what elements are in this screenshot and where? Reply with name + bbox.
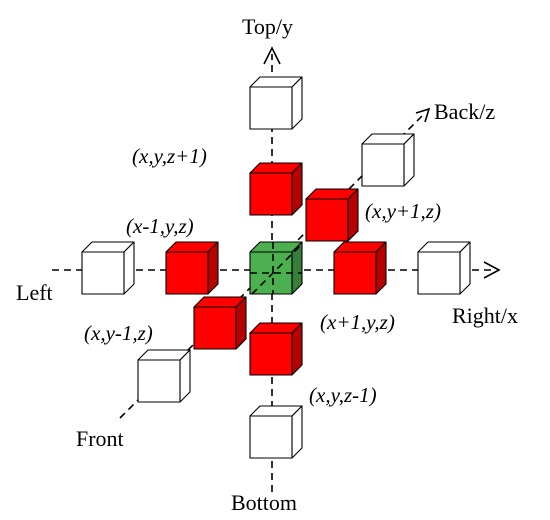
cube-side-face	[459, 241, 471, 295]
cube-side-face	[291, 405, 303, 459]
axis-label-top: Top/y	[242, 14, 293, 39]
axis-label-left: Left	[16, 280, 53, 305]
cube-x-plus	[333, 241, 387, 295]
horizontal-axis-arrow	[483, 261, 501, 279]
cube-front-face	[361, 143, 405, 187]
cube-front-face	[249, 86, 293, 130]
cube-side-face	[207, 241, 219, 295]
cube-front-face	[249, 415, 293, 459]
label-x-plus: (x+1,y,z)	[320, 310, 395, 334]
label-y-plus: (x,y+1,z)	[365, 199, 441, 223]
cube-side-face	[291, 162, 303, 216]
cube-y-minus	[193, 296, 247, 350]
cube-right-outer	[417, 241, 471, 295]
depth-axis-arrow	[415, 107, 431, 123]
cube-front-face	[137, 359, 181, 403]
cube-side-face	[291, 76, 303, 130]
cube-top-outer	[249, 76, 303, 130]
cube-front-outer	[137, 349, 191, 403]
cube-front-face	[249, 332, 293, 376]
cube-side-face	[403, 133, 415, 187]
label-z-minus: (x,y,z-1)	[309, 383, 377, 407]
cube-bottom-outer	[249, 405, 303, 459]
cube-side-face	[235, 296, 247, 350]
cube-front-face	[417, 251, 461, 295]
axis-label-front: Front	[76, 426, 124, 451]
cube-front-face	[333, 251, 377, 295]
cube-front-face	[249, 172, 293, 216]
cube-z-minus	[249, 322, 303, 376]
cube-front-face	[193, 306, 237, 350]
cube-side-face	[291, 322, 303, 376]
label-z-plus: (x,y,z+1)	[132, 144, 207, 168]
cube-x-minus	[165, 241, 219, 295]
cube-front-face	[165, 251, 209, 295]
axis-label-back: Back/z	[434, 99, 495, 124]
cube-y-plus	[305, 188, 359, 242]
cube-left-outer	[81, 241, 135, 295]
cube-side-face	[375, 241, 387, 295]
cubes	[81, 76, 471, 459]
vertical-axis-arrow	[263, 46, 281, 65]
cube-front-face	[81, 251, 125, 295]
label-x-minus: (x-1,y,z)	[126, 214, 194, 238]
axis-label-bottom: Bottom	[231, 490, 297, 515]
cube-back-outer	[361, 133, 415, 187]
label-y-minus: (x,y-1,z)	[84, 321, 153, 345]
cube-side-face	[179, 349, 191, 403]
cube-center	[249, 241, 303, 295]
cube-side-face	[123, 241, 135, 295]
cube-z-plus	[249, 162, 303, 216]
cube-front-face	[305, 198, 349, 242]
cube-side-face	[347, 188, 359, 242]
axis-label-right: Right/x	[452, 303, 518, 328]
